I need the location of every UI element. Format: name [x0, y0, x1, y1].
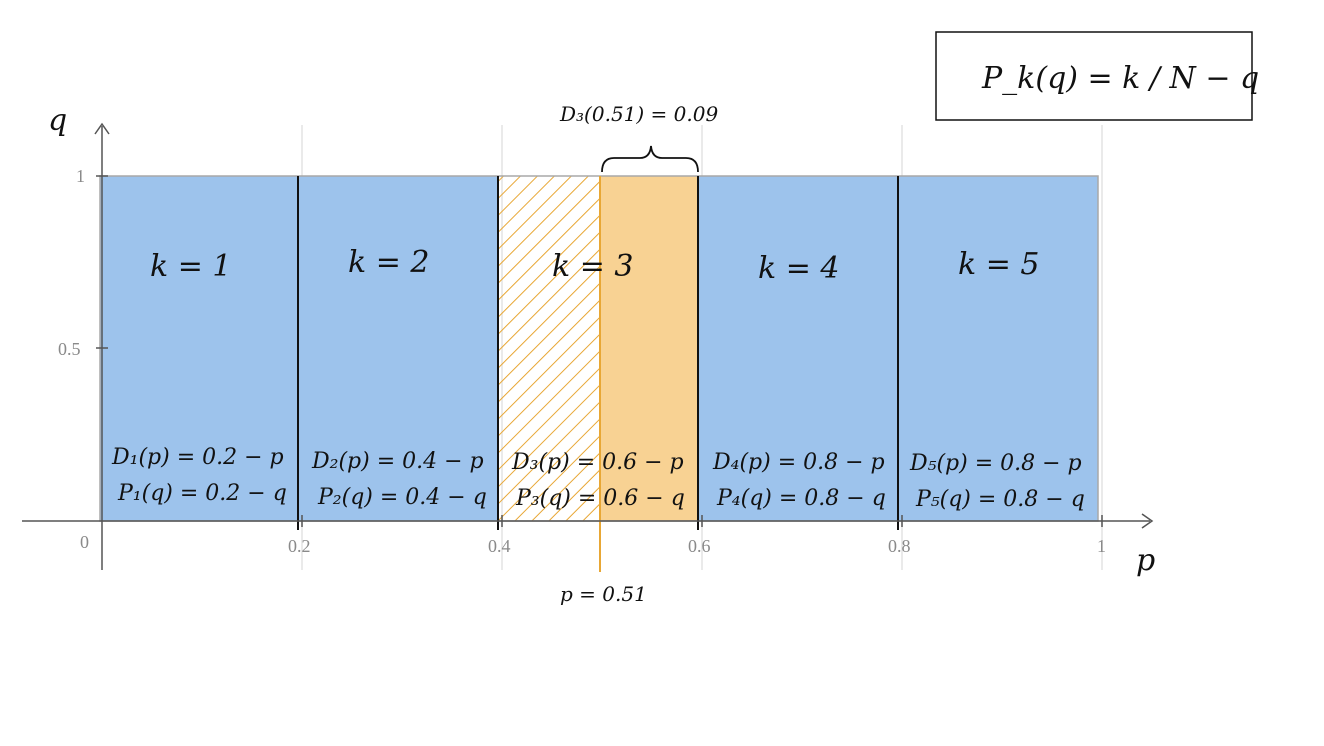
d-formula-5: D₅(p) = 0.8 − p: [909, 451, 1082, 476]
y-tick-1: 1: [76, 166, 85, 186]
region-k4: [698, 176, 898, 521]
brace: [601, 145, 699, 173]
axes: [22, 122, 1154, 570]
d-formula-2: D₂(p) = 0.4 − p: [311, 449, 484, 474]
x-tick-0-6: 0.6: [688, 536, 711, 556]
region-k1: [100, 176, 298, 521]
p-formula-1: P₁(q) = 0.2 − q: [117, 481, 287, 506]
y-axis-label: q: [48, 103, 67, 138]
p-formula-5: P₅(q) = 0.8 − q: [915, 487, 1085, 512]
x-tick-0-4: 0.4: [488, 536, 511, 556]
region-k5: [898, 176, 1098, 521]
region-dividers: [297, 176, 899, 530]
regions: [99, 175, 1099, 522]
p-formula-2: P₂(q) = 0.4 − q: [317, 485, 487, 510]
region-k2: [298, 176, 498, 521]
y-axis-arrow: [94, 122, 110, 135]
formula-text: P_k(q) = k / N − q: [981, 61, 1259, 96]
region-k3-hatched: [498, 176, 600, 521]
d-formula-4: D₄(p) = 0.8 − p: [712, 450, 885, 475]
region-label-k4: k = 4: [758, 251, 839, 286]
x-tick-0-8: 0.8: [888, 536, 911, 556]
formula-box: [935, 31, 1253, 121]
annotation-top: D₃(0.51) = 0.09: [559, 102, 718, 126]
region-k3-filled: [600, 176, 698, 521]
p-formula-3: P₃(q) = 0.6 − q: [515, 486, 685, 511]
x-tick-0: 0: [80, 532, 89, 552]
x-axis-label: p: [1136, 543, 1155, 578]
region-label-k2: k = 2: [348, 245, 429, 280]
x-tick-1: 1: [1097, 536, 1106, 556]
d-formula-3: D₃(p) = 0.6 − p: [511, 450, 684, 475]
region-label-k1: k = 1: [150, 249, 231, 284]
x-tick-0-2: 0.2: [288, 536, 311, 556]
region-label-k3: k = 3: [552, 249, 633, 284]
annotation-bottom: p = 0.51: [560, 582, 647, 606]
p-formula-4: P₄(q) = 0.8 − q: [716, 486, 886, 511]
d-formula-1: D₁(p) = 0.2 − p: [111, 445, 284, 470]
x-axis-arrow: [1141, 513, 1154, 529]
y-tick-0-5: 0.5: [58, 339, 81, 359]
region-label-k5: k = 5: [958, 247, 1039, 282]
